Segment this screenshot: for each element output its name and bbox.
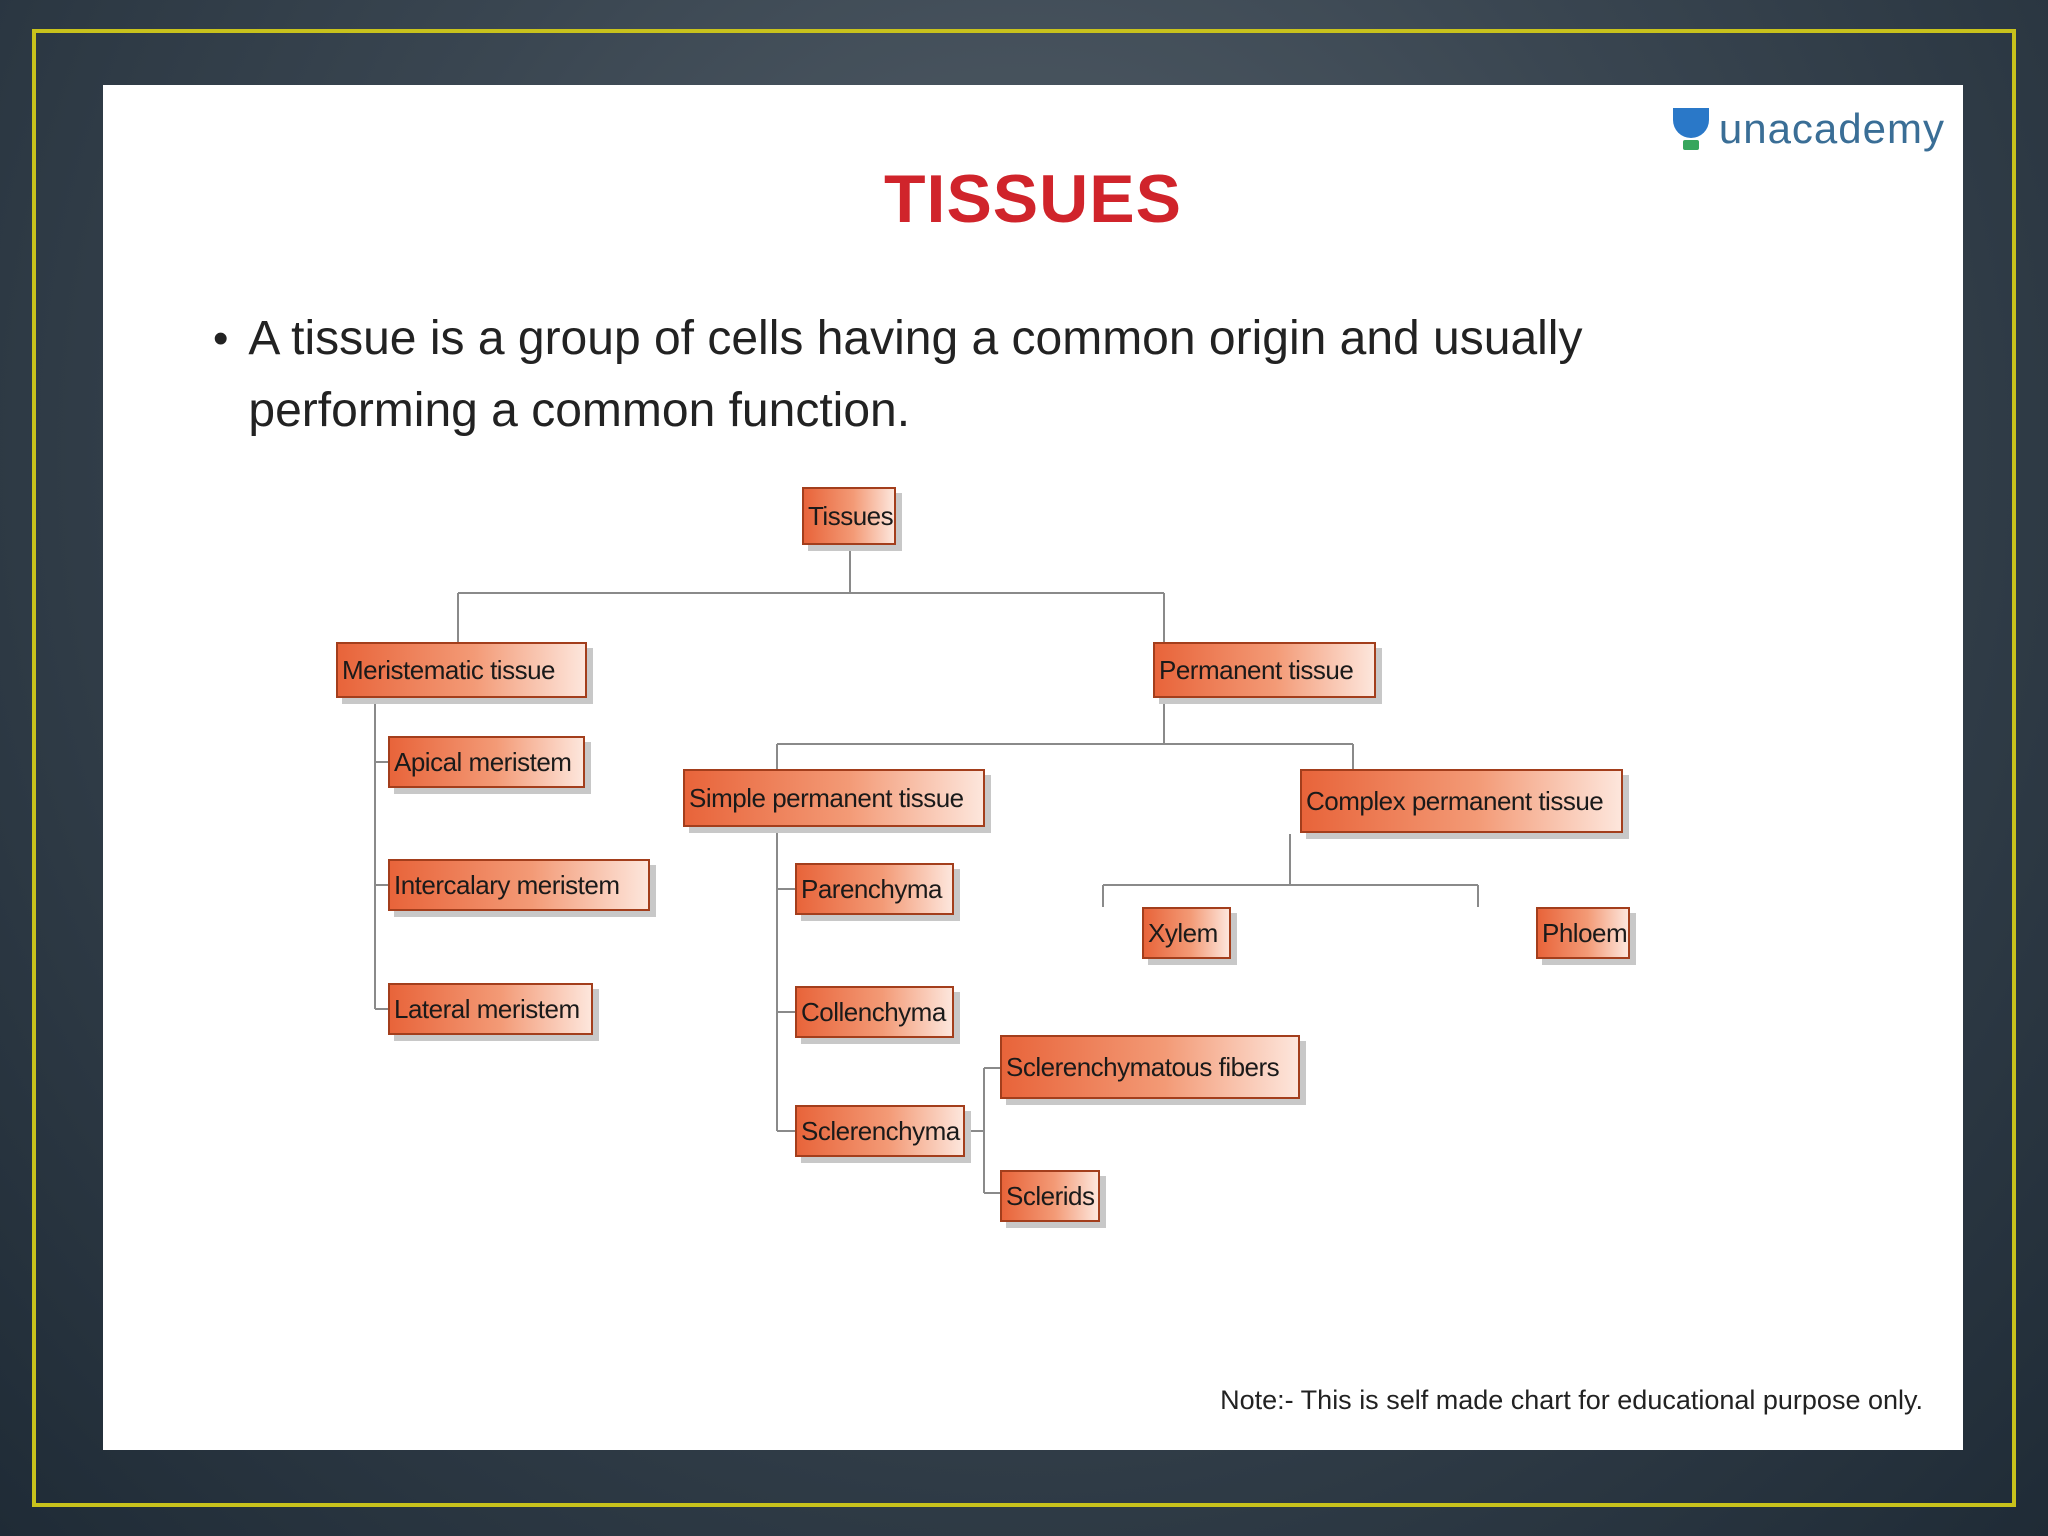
node-parenchyma: Parenchyma xyxy=(795,863,960,921)
unacademy-logo-icon xyxy=(1672,108,1709,150)
brand-name: unacademy xyxy=(1718,105,1945,152)
slide: unacademy TISSUES • A tissue is a group … xyxy=(103,85,1963,1450)
node-collenchyma: Collenchyma xyxy=(795,986,960,1044)
diagram-connectors xyxy=(374,550,1479,1194)
node-lateral-meristem: Lateral meristem xyxy=(388,983,599,1041)
node-permanent-tissue: Permanent tissue xyxy=(1153,642,1382,704)
node-apical-meristem: Apical meristem xyxy=(388,736,591,794)
node-xylem: Xylem xyxy=(1142,907,1237,965)
node-sclerids: Sclerids xyxy=(1000,1170,1106,1228)
node-simple-permanent-tissue: Simple permanent tissue xyxy=(683,769,991,833)
brand-logo: unacademy xyxy=(1671,105,1945,153)
footnote: Note:- This is self made chart for educa… xyxy=(1220,1385,1923,1415)
page-title: TISSUES xyxy=(884,161,1182,237)
definition-text: A tissue is a group of cells having a co… xyxy=(248,312,1583,437)
node-complex-permanent-tissue: Complex permanent tissue xyxy=(1300,769,1629,839)
slide-frame xyxy=(32,29,2016,1507)
node-phloem: Phloem xyxy=(1536,907,1636,965)
node-sclerenchymatous-fibers: Sclerenchymatous fibers xyxy=(1000,1035,1306,1105)
bullet-icon: • xyxy=(213,314,229,363)
node-meristematic-tissue: Meristematic tissue xyxy=(336,642,593,704)
definition-bullet: • A tissue is a group of cells having a … xyxy=(213,303,1793,447)
node-intercalary-meristem: Intercalary meristem xyxy=(388,859,656,917)
node-sclerenchyma: Sclerenchyma xyxy=(795,1105,971,1163)
node-tissues: Tissues xyxy=(802,487,902,551)
